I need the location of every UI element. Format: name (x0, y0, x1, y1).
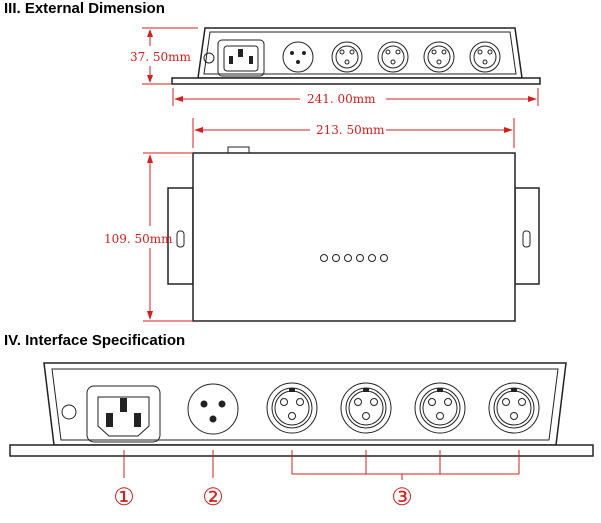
dmx-out-connector-icons (266, 382, 540, 434)
indicator-leds-icon (320, 254, 388, 262)
body-length-dimension: 213. 50mm (192, 118, 515, 148)
dmx-out-connector-3-icon (414, 382, 466, 434)
front-view-bevel (203, 31, 517, 75)
dmx-in-connector-icon (187, 383, 239, 435)
overall-length-dimension: 241. 00mm (172, 88, 539, 106)
callout-dmx-in-label: ② (202, 483, 224, 511)
section-title-interface-specification: IV. Interface Specification (4, 332, 186, 349)
power-socket-icon (86, 385, 161, 443)
left-mounting-ear (167, 187, 194, 285)
front-power-socket-icon (217, 39, 265, 77)
dmx-out-connector-1-icon (266, 382, 318, 434)
front-view (171, 27, 541, 85)
overall-length-label: 241. 00mm (307, 92, 376, 106)
width-dimension: 109. 50mm (104, 152, 193, 322)
front-screw-icon (203, 52, 215, 64)
height-dimension-label: 37. 50mm (130, 50, 192, 64)
front-view-base-plate (171, 77, 541, 85)
front-dmx-in-icon (282, 41, 314, 73)
top-view-body (192, 152, 516, 322)
panel-screw-icon (61, 404, 77, 420)
interface-panel-bevel (51, 368, 559, 441)
width-dimension-label: 109. 50mm (104, 232, 173, 246)
dmx-out-connector-4-icon (488, 382, 540, 434)
callout-power-label: ① (113, 483, 135, 511)
interface-panel-base-plate (9, 444, 594, 457)
body-length-label: 213. 50mm (316, 123, 385, 137)
section-title-external-dimension: III. External Dimension (4, 0, 165, 17)
top-view (167, 146, 540, 322)
callout-leaders (123, 450, 520, 480)
interface-panel (9, 362, 594, 457)
left-mounting-slot (176, 230, 185, 248)
callout-dmx-out-label: ③ (391, 483, 413, 511)
dmx-out-connector-2-icon (340, 382, 392, 434)
right-mounting-ear (514, 187, 540, 285)
top-view-connector-stub (227, 146, 250, 154)
front-dmx-out-icons (331, 41, 501, 73)
right-mounting-slot (522, 230, 531, 248)
height-dimension: 37. 50mm (130, 27, 198, 85)
